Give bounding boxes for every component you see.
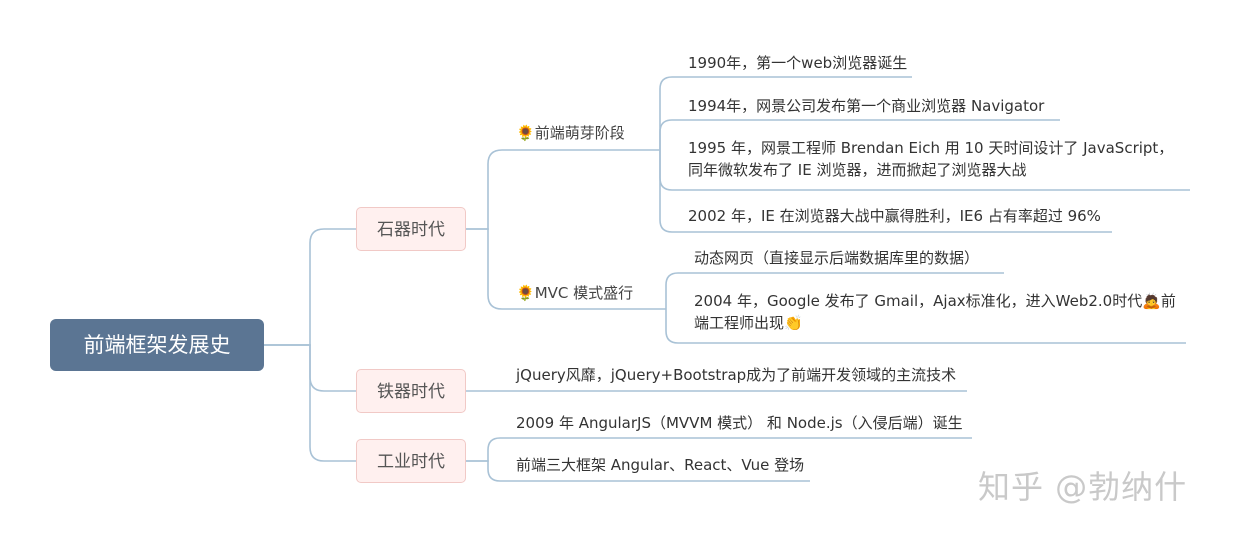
connector-root-stone [264, 228, 356, 346]
leaf-node[interactable]: 2004 年，Google 发布了 Gmail，Ajax标准化，进入Web2.0… [694, 292, 1176, 332]
sunflower-icon: 🌻 [516, 284, 535, 302]
era-node-industrial-age[interactable]: 工业时代 [356, 439, 466, 483]
era-node-iron-age[interactable]: 铁器时代 [356, 369, 466, 413]
leaf-node[interactable]: 2009 年 AngularJS（MVVM 模式） 和 Node.js（入侵后端… [516, 414, 963, 432]
leaf-node[interactable]: 前端三大框架 Angular、React、Vue 登场 [516, 456, 805, 474]
connector-stone-budding [466, 149, 660, 230]
stage-node-budding[interactable]: 🌻前端萌芽阶段 [516, 122, 625, 144]
leaf-node[interactable]: 动态网页（直接显示后端数据库里的数据） [694, 249, 980, 267]
connector-leaf [659, 76, 912, 150]
sunflower-icon: 🌻 [516, 124, 535, 142]
stage-node-mvc[interactable]: 🌻MVC 模式盛行 [516, 282, 633, 304]
root-node[interactable]: 前端框架发展史 [50, 319, 264, 371]
stage-label: MVC 模式盛行 [534, 284, 634, 302]
leaf-node[interactable]: 2002 年，IE 在浏览器大战中赢得胜利，IE6 占有率超过 96% [688, 207, 1101, 225]
leaf-node[interactable]: 1990年，第一个web浏览器诞生 [688, 54, 908, 72]
connector-leaf [665, 272, 1004, 309]
connector-leaf [659, 150, 1112, 233]
connector-stone-mvc [466, 228, 666, 310]
leaf-node[interactable]: jQuery风靡，jQuery+Bootstrap成为了前端开发领域的主流技术 [516, 366, 957, 384]
connector-root-industrial [264, 344, 356, 462]
leaf-node[interactable]: 1995 年，网景工程师 Brendan Eich 用 10 天时间设计了 Ja… [688, 139, 1174, 179]
watermark: 知乎 @勃纳什 [978, 468, 1188, 506]
stage-label: 前端萌芽阶段 [534, 124, 625, 142]
connector-leaf [659, 119, 1060, 150]
era-node-stone-age[interactable]: 石器时代 [356, 207, 466, 251]
connector-leaf [665, 309, 1186, 344]
connector-leaf [466, 437, 972, 462]
leaf-node[interactable]: 1994年，网景公司发布第一个商业浏览器 Navigator [688, 97, 1045, 115]
connector-leaf [466, 460, 810, 482]
